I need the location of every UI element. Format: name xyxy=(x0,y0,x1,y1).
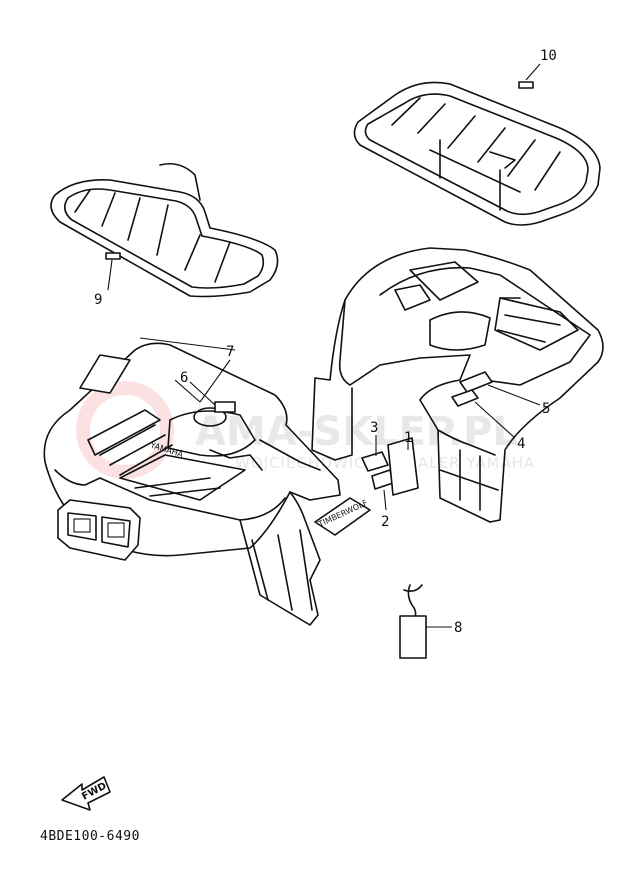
watermark-title: AMA-SKLEP.PL xyxy=(195,409,518,455)
callout-6: 6 xyxy=(180,370,188,386)
fwd-arrow-icon: FWD xyxy=(61,776,111,811)
callout-3: 3 xyxy=(370,420,378,436)
callout-4: 4 xyxy=(517,436,525,452)
callout-2: 2 xyxy=(381,514,389,530)
label-parts: 3 1 2 xyxy=(361,420,419,530)
diagram-code: 4BDE100-6490 xyxy=(40,829,140,844)
rear-carrier-rack: 10 xyxy=(353,48,601,226)
watermark-logo-icon xyxy=(76,381,174,479)
callout-10: 10 xyxy=(540,48,557,64)
callout-8: 8 xyxy=(454,620,462,636)
callout-5: 5 xyxy=(542,401,550,417)
front-carrier-rack: 9 xyxy=(50,162,279,308)
callout-1: 1 xyxy=(404,430,412,446)
hang-tag: 8 xyxy=(399,584,462,659)
callout-9: 9 xyxy=(94,292,102,308)
callout-7: 7 xyxy=(226,344,234,360)
rear-fender: 5 4 xyxy=(311,247,604,523)
front-fender: YAMAHA 7 6 TIMBERWOLF xyxy=(43,337,371,626)
